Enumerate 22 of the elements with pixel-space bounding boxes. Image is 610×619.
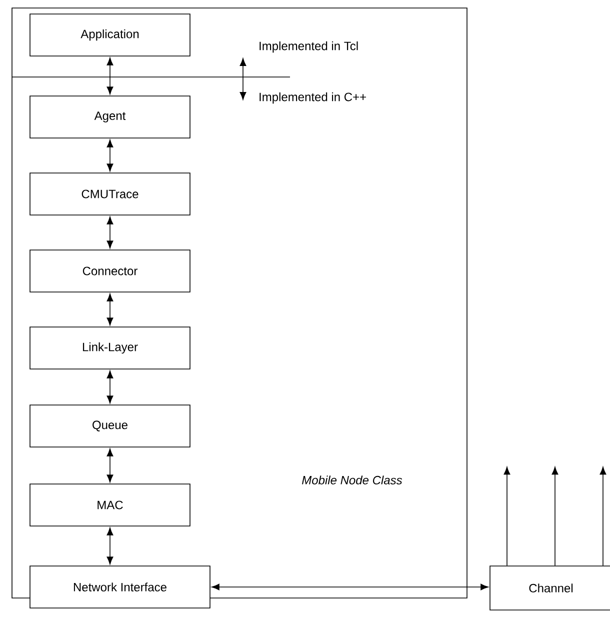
layer-box: CMUTrace [30, 172, 190, 216]
arrow [212, 584, 488, 590]
arrow [504, 466, 510, 566]
arrow [106, 528, 114, 564]
layer-box: MAC [30, 484, 190, 526]
layer-box: Link-Layer [30, 326, 190, 370]
arrow [106, 140, 114, 172]
arrow [106, 294, 114, 326]
layer-box: Channel [490, 566, 610, 610]
arrow [106, 370, 114, 404]
arrow [600, 466, 606, 566]
note-text: Implemented in C++ [260, 92, 366, 104]
layer-box: Agent [30, 96, 190, 138]
arrow [552, 466, 558, 566]
layer-box: Connector [30, 250, 190, 292]
arrow [106, 448, 114, 482]
layer-box: Application [30, 14, 190, 56]
arrow [106, 216, 114, 248]
layer-box: Network Interface [30, 566, 210, 608]
arrow [106, 58, 114, 94]
note-text: Implemented in Tcl [260, 41, 358, 53]
layer-box: Queue [30, 404, 190, 448]
